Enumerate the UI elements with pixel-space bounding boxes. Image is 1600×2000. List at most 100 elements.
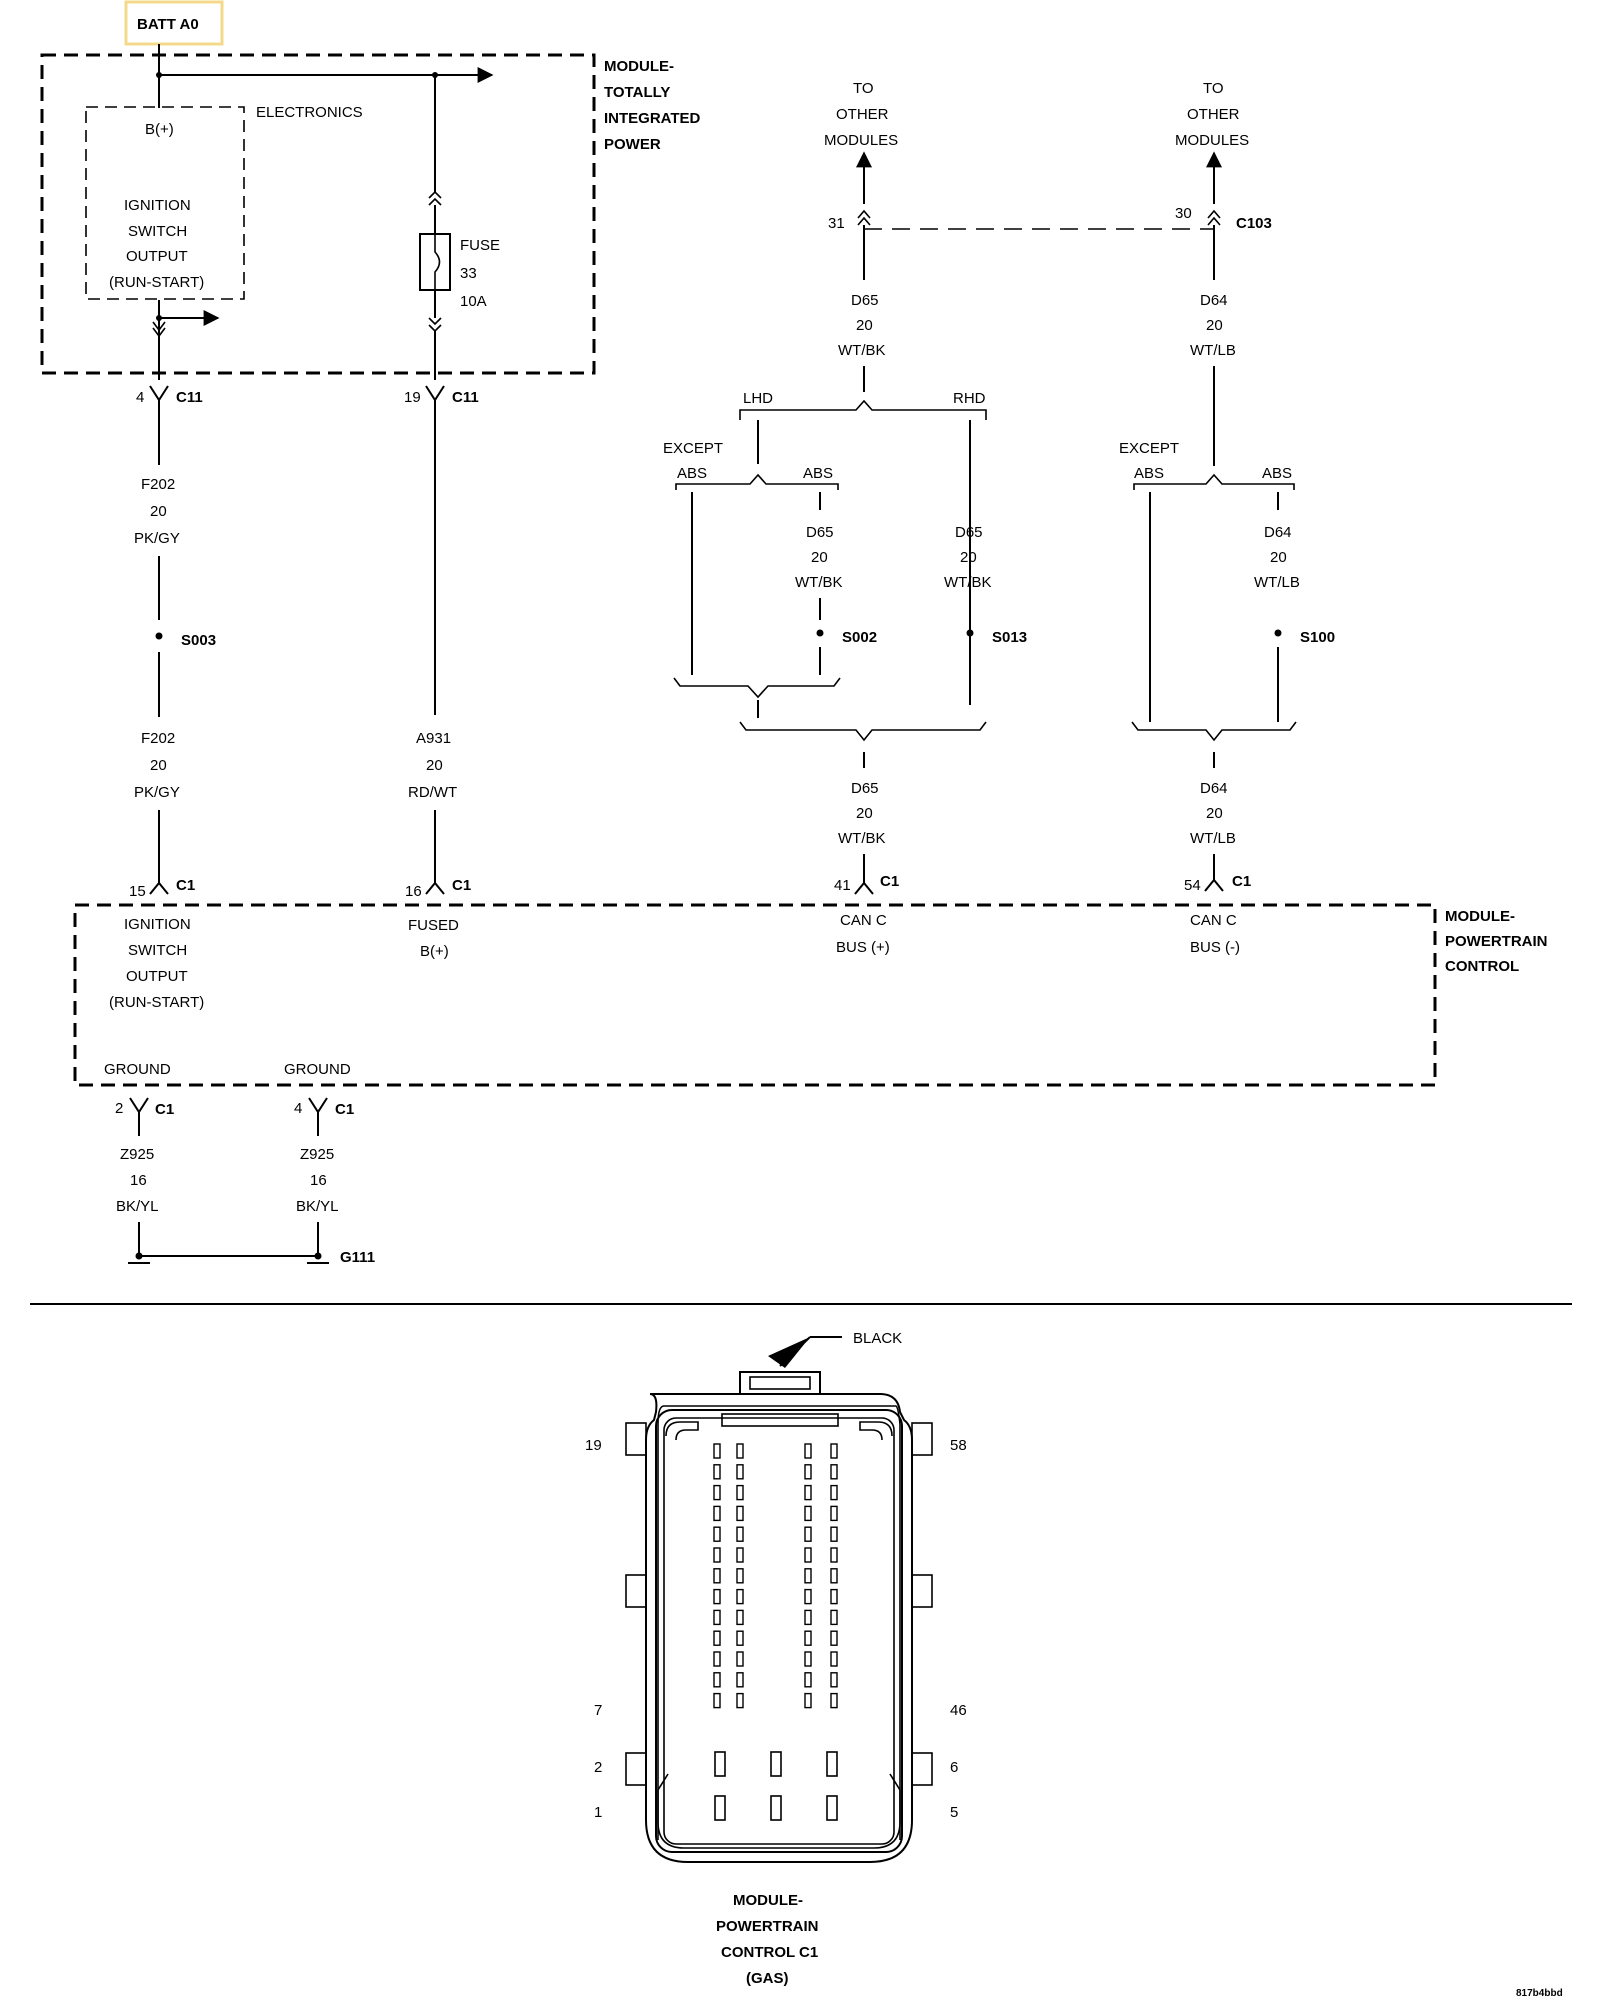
pin-label-1: 1: [594, 1804, 602, 1821]
pin-cavity: [736, 1630, 744, 1646]
pin-cavity: [736, 1526, 744, 1542]
lhd-label: LHD: [743, 390, 773, 407]
pin-cavity: [804, 1568, 812, 1584]
pcm-can-minus-1: CAN C: [1190, 912, 1237, 929]
pin-cavity: [713, 1568, 721, 1584]
pcm-fused-2: B(+): [420, 943, 449, 960]
pin-cavity: [830, 1692, 838, 1709]
pin-cavity: [804, 1651, 812, 1667]
pin-cavity: [830, 1672, 838, 1688]
z925-left-id: Z925: [120, 1146, 154, 1163]
pin-cavity: [830, 1443, 838, 1459]
pin-cavity: [736, 1609, 744, 1626]
splice-s003-dot: [155, 632, 163, 640]
pin-cavity: [830, 1651, 838, 1667]
z925-right-id: Z925: [300, 1146, 334, 1163]
pin-cavity: [804, 1464, 812, 1480]
power-pin-cavity: [714, 1751, 726, 1777]
except-abs-right: ABS: [1134, 465, 1164, 482]
pin-cavity: [804, 1672, 812, 1688]
ground-wire-pin2: 2 C1 Z925 16 BK/YL: [115, 1097, 318, 1264]
d65-lower-gauge: 20: [856, 805, 873, 822]
tom-right-1: TO: [1203, 80, 1224, 97]
pin-cavity: [830, 1526, 838, 1542]
pcm-title-3: CONTROL: [1445, 958, 1519, 975]
pin-cavity: [804, 1547, 812, 1563]
connector-title-2: POWERTRAIN: [716, 1918, 819, 1935]
batt-a0-source: BATT A0: [124, 0, 224, 46]
electronics-box: [85, 106, 245, 300]
to-other-modules-right: TO OTHER MODULES 30 C103: [1175, 80, 1272, 232]
c1-pin54-name: C1: [1232, 873, 1251, 890]
pin-cavity: [830, 1484, 838, 1501]
abs-brace-left: EXCEPT ABS ABS D65 20 WT/BK S002: [663, 440, 877, 718]
tipm-module: MODULE- TOTALLY INTEGRATED POWER ELECTRO…: [40, 44, 701, 380]
pcm-title-1: MODULE-: [1445, 908, 1515, 925]
pin-cavity: [736, 1692, 744, 1709]
ground-wire-pin4: 4 C1 Z925 16 BK/YL G111: [294, 1097, 375, 1266]
tipm-title-1: MODULE-: [604, 58, 674, 75]
pcm-ign-3: OUTPUT: [126, 968, 188, 985]
pcm-can-plus-1: CAN C: [840, 912, 887, 929]
wire-d65-main: D65 20 WT/BK: [838, 225, 886, 392]
pin-label-2: 2: [594, 1759, 602, 1776]
wire-a931-gauge: 20: [426, 757, 443, 774]
wire-f202-id: F202: [141, 476, 175, 493]
pin-cavity: [830, 1568, 838, 1584]
pin-cavity: [713, 1443, 721, 1459]
c1-pin4-name: C1: [335, 1101, 354, 1118]
fuse-label: FUSE: [460, 237, 500, 254]
c103-pin31: 31: [828, 215, 845, 232]
splice-s013-label: S013: [992, 629, 1027, 646]
pin-cavity: [713, 1588, 721, 1605]
c1-pin15-name: C1: [176, 877, 195, 894]
c1-pin4: 4: [294, 1100, 302, 1117]
pin-cavity: [713, 1505, 721, 1522]
c1-pin2: 2: [115, 1100, 123, 1117]
pcm-module: MODULE- POWERTRAIN CONTROL IGNITION SWIT…: [73, 903, 1548, 1087]
wire-f202-id-lower: F202: [141, 730, 175, 747]
fuse-number: 33: [460, 265, 477, 282]
tipm-title-3: INTEGRATED: [604, 110, 701, 127]
tom-left-3: MODULES: [824, 132, 898, 149]
c11-pin4-name: C11: [176, 389, 203, 406]
c103-pin30: 30: [1175, 205, 1192, 222]
pin-cavity: [713, 1692, 721, 1709]
pin-cavity: [713, 1672, 721, 1688]
pin-grid: [713, 1443, 838, 1821]
pin-cavity: [804, 1505, 812, 1522]
d65-main-gauge: 20: [856, 317, 873, 334]
d65-rhd-gauge: 20: [960, 549, 977, 566]
pin-cavity: [713, 1547, 721, 1563]
splice-s100-label: S100: [1300, 629, 1335, 646]
wire-a931-id: A931: [416, 730, 451, 747]
z925-left-color: BK/YL: [116, 1198, 159, 1215]
splice-s100-dot: [1274, 629, 1282, 637]
pin-cavity: [736, 1484, 744, 1501]
except-abs-left: ABS: [677, 465, 707, 482]
pin-cavity: [736, 1464, 744, 1480]
pcm-ign-2: SWITCH: [128, 942, 187, 959]
connector-title-1: MODULE-: [733, 1892, 803, 1909]
pin-cavity: [830, 1609, 838, 1626]
wire-f202-upper: F202 20 PK/GY S003 F202 20 PK/GY: [134, 476, 216, 895]
d64-abs-color: WT/LB: [1254, 574, 1300, 591]
pin-cavity: [804, 1609, 812, 1626]
pin-cavity: [736, 1568, 744, 1584]
pin-label-58: 58: [950, 1437, 967, 1454]
d65-rhd-id: D65: [955, 524, 983, 541]
batt-label: BATT A0: [137, 16, 199, 33]
connector-face-view: BLACK 19 58 7 46 2 6 1 5: [585, 1330, 967, 1987]
tipm-title-4: POWER: [604, 136, 661, 153]
tipm-ign-2: SWITCH: [128, 223, 187, 240]
pcm-can-plus-2: BUS (+): [836, 939, 890, 956]
power-pin-cavity: [826, 1751, 838, 1777]
pin-cavity: [713, 1464, 721, 1480]
d64-lower-color: WT/LB: [1190, 830, 1236, 847]
pin-cavity: [713, 1484, 721, 1501]
image-code: 817b4bbd: [1516, 1988, 1563, 1999]
pin-cavity: [830, 1547, 838, 1563]
power-pin-cavity: [770, 1795, 782, 1821]
d64-lower-id: D64: [1200, 780, 1228, 797]
